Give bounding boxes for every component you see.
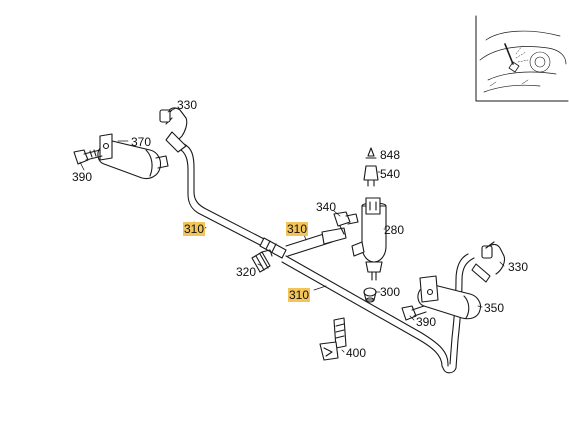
- inset-thumbnail: [475, 15, 569, 102]
- connector-340: [333, 211, 359, 235]
- callout-350: 350: [484, 301, 505, 315]
- callout-390-right: 390: [416, 315, 437, 329]
- washer-pump-280: [351, 197, 387, 281]
- callout-370: 370: [131, 135, 152, 149]
- callout-330-right: 330: [508, 260, 529, 274]
- callout-848: 848: [380, 148, 401, 162]
- bracket-400: [319, 317, 347, 361]
- callout-310-left: 310: [183, 222, 206, 236]
- callout-400: 400: [346, 346, 367, 360]
- hose-310-right: [281, 253, 475, 374]
- nozzle-370-left: [97, 133, 169, 180]
- elbow-fitting-330-left: [159, 107, 188, 153]
- connector-540: [363, 165, 379, 187]
- nozzle-350-right: [417, 275, 482, 320]
- callout-340: 340: [316, 200, 337, 214]
- callout-280: 280: [384, 223, 405, 237]
- callout-310-middle: 310: [286, 222, 309, 236]
- callout-330-top: 330: [177, 98, 198, 112]
- callout-540: 540: [380, 167, 401, 181]
- callout-320: 320: [236, 265, 257, 279]
- callout-300: 300: [380, 285, 401, 299]
- grommet-300: [363, 287, 377, 303]
- callout-390-left: 390: [72, 170, 93, 184]
- clip-320: [251, 249, 273, 273]
- hose-connector: [259, 237, 287, 259]
- hose-310-middle: [285, 227, 347, 257]
- bolt-390-left: [73, 149, 103, 165]
- hose-310-left: [177, 143, 267, 247]
- callout-310-low: 310: [288, 288, 311, 302]
- symbol-848: [365, 147, 377, 159]
- bolt-390-right: [401, 305, 427, 321]
- elbow-fitting-330-right: [471, 241, 506, 283]
